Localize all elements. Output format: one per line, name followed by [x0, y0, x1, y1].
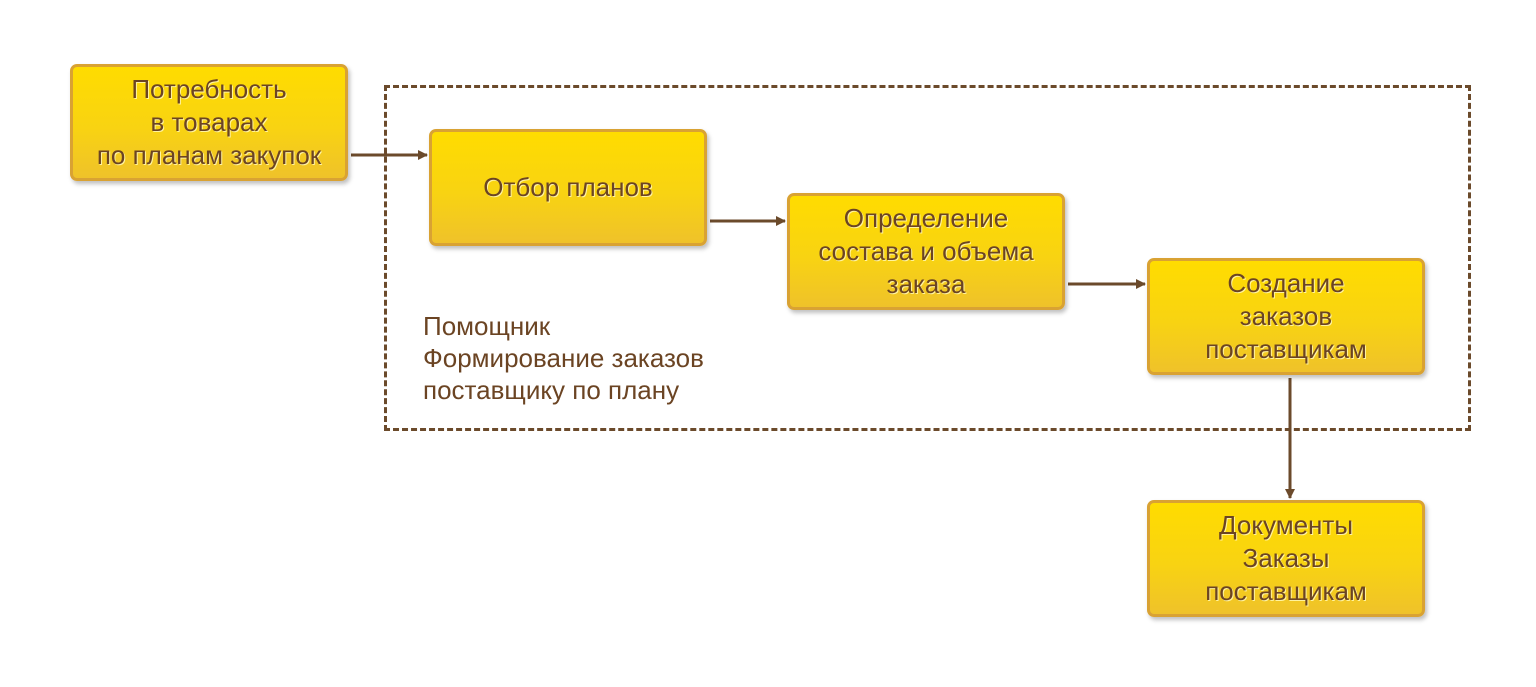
box-label: Отбор планов [483, 172, 653, 202]
box-order-creation: Создание заказов поставщикам [1147, 258, 1425, 375]
box-supplier-order-documents: Документы Заказы поставщикам [1147, 500, 1425, 617]
assistant-group-label: Помощник Формирование заказов поставщику… [423, 311, 704, 405]
box-label: Документы Заказы поставщикам [1205, 510, 1367, 606]
box-order-definition: Определение состава и объема заказа [787, 193, 1065, 310]
box-label: Потребность в товарах по планам закупок [96, 74, 322, 170]
box-plan-selection: Отбор планов [429, 129, 707, 246]
box-label: Создание заказов поставщикам [1205, 268, 1367, 364]
box-label: Определение состава и объема заказа [818, 203, 1034, 299]
box-purchase-needs: Потребность в товарах по планам закупок [70, 64, 348, 181]
assistant-group-frame [384, 85, 1471, 431]
